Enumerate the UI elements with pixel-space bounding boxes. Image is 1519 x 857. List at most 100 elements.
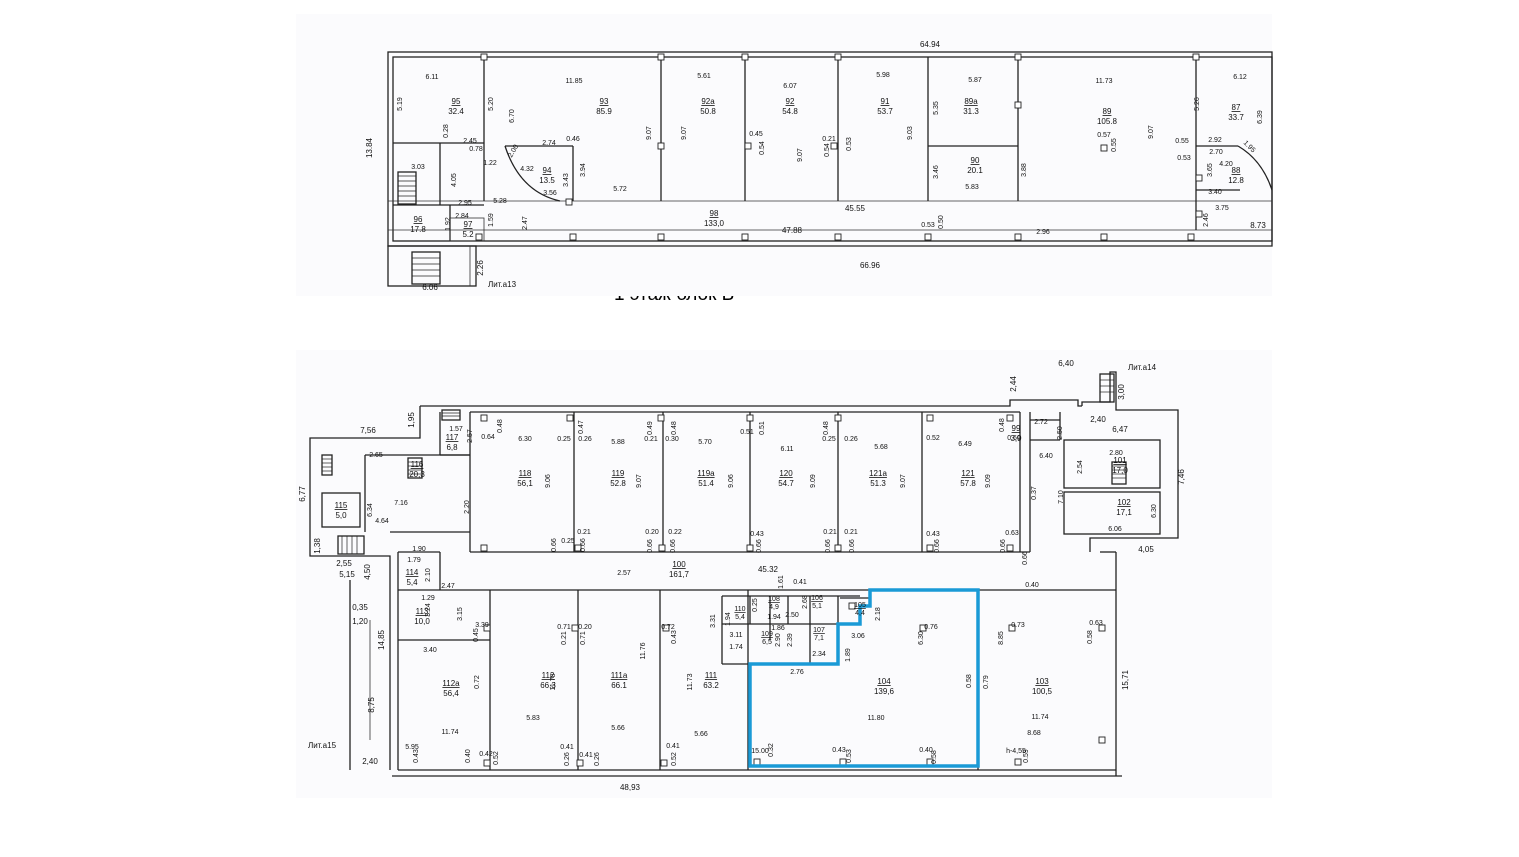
bottom-dimension: 0.72 xyxy=(474,675,481,689)
top-dimension: 0.46 xyxy=(566,136,580,143)
top-dimension: 0.54 xyxy=(824,143,831,157)
bottom-dimension: 0.26 xyxy=(844,436,858,443)
bottom-dimension: 0.43 xyxy=(413,749,420,763)
bottom-label: Лит.а15 xyxy=(308,741,337,750)
top-dimension: 0.53 xyxy=(846,137,853,151)
bottom-dimension: 2.72 xyxy=(1034,419,1048,426)
bottom-dimension: 2.50 xyxy=(1057,426,1064,440)
bottom-dimension: 0.25 xyxy=(557,436,571,443)
top-dimension: 0.53 xyxy=(1177,155,1191,162)
bottom-room-area: 100,5 xyxy=(1032,687,1053,696)
top-label: 2.26 xyxy=(476,260,485,276)
top-dimension: 2.47 xyxy=(522,216,529,230)
bottom-room-area: 51.3 xyxy=(870,479,886,488)
bottom-dimension: 6.30 xyxy=(1151,504,1158,518)
bottom-dimension: 2.76 xyxy=(790,669,804,676)
bottom-dimension: 0.72 xyxy=(661,624,675,631)
bottom-room-area: 5,4 xyxy=(735,614,745,621)
bottom-dimension: 0.63 xyxy=(1005,530,1019,537)
bottom-room-area: 6,5 xyxy=(762,639,772,646)
column-marker xyxy=(919,624,927,632)
bottom-label: 8,75 xyxy=(367,697,376,713)
top-room-number: 90 xyxy=(971,156,980,165)
column-marker xyxy=(746,544,754,552)
bottom-room-number: 112 xyxy=(542,671,555,680)
top-dimension: 3.46 xyxy=(933,165,940,179)
bottom-dimension: 3.39 xyxy=(475,622,489,629)
bottom-dimension: 0.26 xyxy=(564,752,571,766)
bottom-dimension: 0.41 xyxy=(560,744,574,751)
bottom-dimension: 9.07 xyxy=(636,474,643,488)
bottom-room-number: 118 xyxy=(519,469,532,478)
top-room-number: 96 xyxy=(414,215,423,224)
bottom-dimension: 3.15 xyxy=(457,607,464,621)
top-label: 47.88 xyxy=(782,226,803,235)
bottom-dimension: 0.21 xyxy=(823,529,837,536)
bottom-dimension: 3.11 xyxy=(729,632,742,639)
top-dimension: 3.88 xyxy=(1021,163,1028,177)
bottom-room-number: 113 xyxy=(416,607,429,616)
bottom-stairs xyxy=(321,373,1127,555)
top-dimension: 5.87 xyxy=(968,77,982,84)
top-dimension: 1.22 xyxy=(483,160,497,167)
bottom-room-area: 66.3 xyxy=(540,681,556,690)
top-dimension: 4.05 xyxy=(451,173,458,187)
bottom-dimension: 0.43 xyxy=(671,630,678,644)
column-marker xyxy=(662,624,670,632)
bottom-dimension: 0.48 xyxy=(999,418,1006,432)
bottom-label: 2,44 xyxy=(1009,376,1018,392)
bottom-room-number: 101 xyxy=(1113,456,1127,465)
bottom-dimension: 15.00 xyxy=(751,748,769,755)
bottom-dimension: 2.47 xyxy=(441,583,455,590)
bottom-room-area: 5,0 xyxy=(335,511,347,520)
bottom-dimension: 6.30 xyxy=(518,436,532,443)
top-room-area: 12.8 xyxy=(1228,176,1244,185)
bottom-dimension: h-4,55 xyxy=(1006,748,1026,755)
bottom-dimension: 2.90 xyxy=(775,633,782,647)
top-room-number: 94 xyxy=(543,166,552,175)
top-dimension: 9.07 xyxy=(646,126,653,140)
bottom-room-number: 102 xyxy=(1117,498,1131,507)
column-marker xyxy=(565,198,573,206)
column-marker xyxy=(834,53,842,61)
bottom-dimension: 5.68 xyxy=(874,444,888,451)
top-dimension: 6.12 xyxy=(1233,74,1247,81)
top-dimension: 0.55 xyxy=(1175,138,1189,145)
bottom-dimension: 0.66 xyxy=(1022,551,1029,565)
top-dimension: 0.53 xyxy=(921,222,935,229)
top-room-area: 32.4 xyxy=(448,107,464,116)
top-dimension: 5.98 xyxy=(876,72,890,79)
bottom-dimension: 2.80 xyxy=(1109,450,1123,457)
bottom-room-number: 107 xyxy=(813,627,825,634)
bottom-dimension: 0.59 xyxy=(1023,749,1030,763)
bottom-label: 15,71 xyxy=(1121,669,1130,690)
bottom-dimension: 0.66 xyxy=(849,539,856,553)
bottom-room-number: 108 xyxy=(768,596,780,603)
top-dimension: 3.65 xyxy=(1207,163,1214,177)
top-dimension: 0.78 xyxy=(469,146,483,153)
top-stairs xyxy=(397,171,441,285)
bottom-room-number: 100 xyxy=(672,560,686,569)
top-room-number: 89 xyxy=(1103,107,1112,116)
top-room-area: 53.7 xyxy=(877,107,893,116)
bottom-room-area: 54.7 xyxy=(778,479,794,488)
top-dimension: 11.85 xyxy=(566,78,583,85)
top-dimension: 2.96 xyxy=(1036,229,1050,236)
column-marker xyxy=(1195,174,1203,182)
top-dimension: 2.74 xyxy=(542,140,556,147)
bottom-dimension: 2.18 xyxy=(875,607,882,621)
bottom-dimension: 0.25 xyxy=(822,436,836,443)
top-room-area: 17.8 xyxy=(410,225,426,234)
bottom-label: 6,40 xyxy=(1058,359,1074,368)
top-dimension: 5.19 xyxy=(397,97,404,111)
bottom-room-area: 56,4 xyxy=(443,689,459,698)
bottom-dimension: 0.66 xyxy=(934,539,941,553)
bottom-dimension: 0.21 xyxy=(844,529,858,536)
column-marker xyxy=(1014,233,1022,241)
bottom-label: 4,50 xyxy=(363,564,372,580)
bottom-room-number: 109 xyxy=(761,631,773,638)
column-marker xyxy=(1100,233,1108,241)
bottom-dimension: 3.06 xyxy=(851,633,865,640)
top-dimension: 2.84 xyxy=(455,213,469,220)
